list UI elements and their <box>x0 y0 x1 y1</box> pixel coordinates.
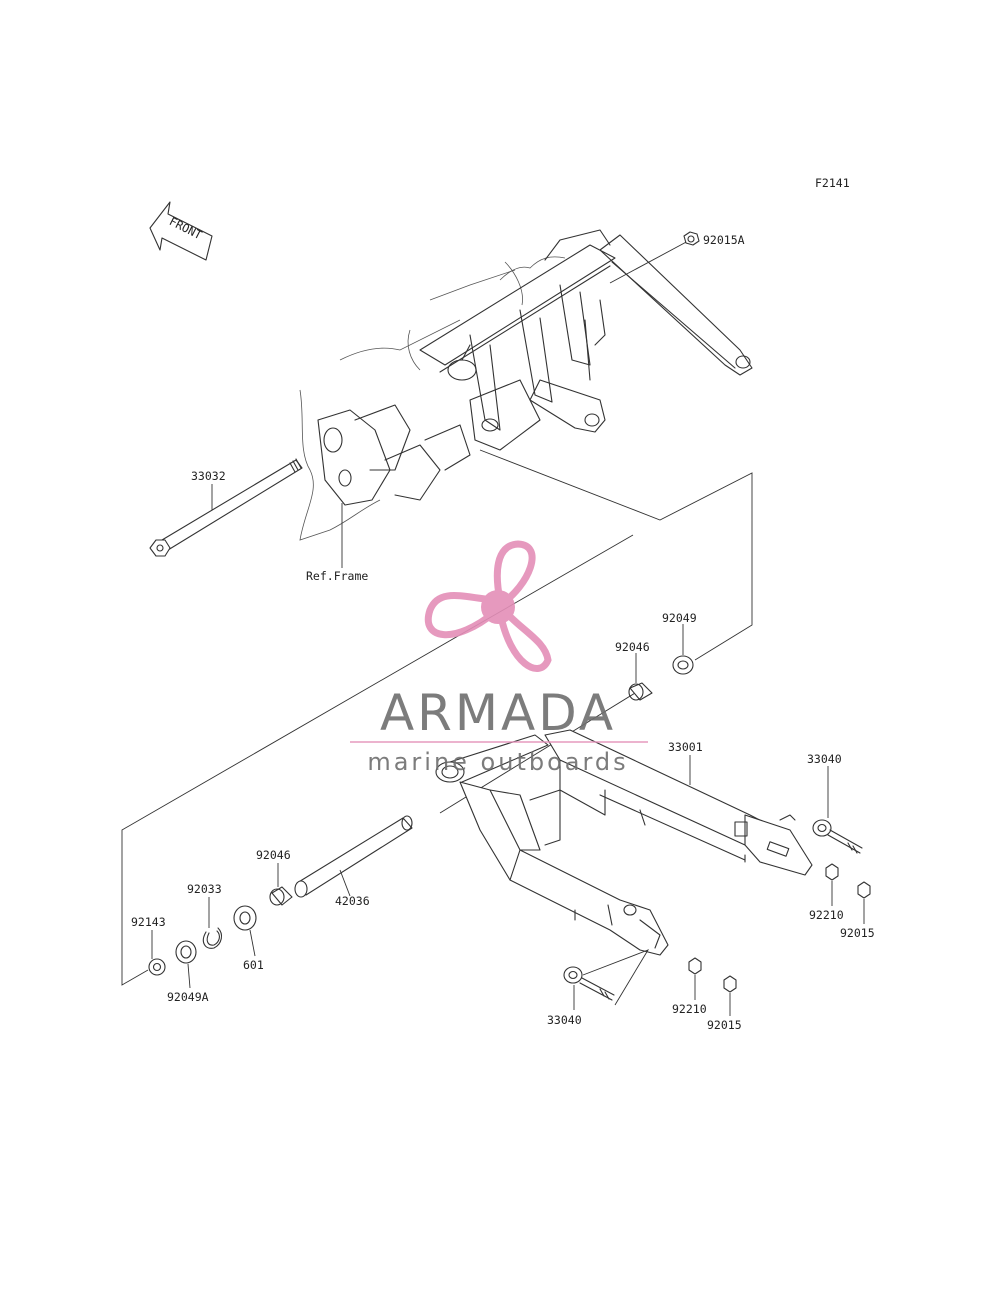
label-92046-upper: 92046 <box>615 640 650 654</box>
label-ref-frame: Ref.Frame <box>306 569 368 583</box>
chain-adjuster-33040-right <box>779 766 863 854</box>
label-92210-right: 92210 <box>809 908 844 922</box>
label-92015a: 92015A <box>703 233 745 247</box>
watermark-subtitle: marine outboards <box>367 748 628 776</box>
pivot-shaft-33032 <box>149 458 303 557</box>
label-33040-right: 33040 <box>807 752 842 766</box>
collar-92049 <box>672 624 694 675</box>
label-33001: 33001 <box>668 740 703 754</box>
needle-bearing-92046-lower <box>269 863 293 906</box>
armada-watermark: ARMADA marine outboards <box>350 540 648 776</box>
needle-bearing-92046-upper <box>628 653 653 701</box>
label-33040-left: 33040 <box>547 1013 582 1027</box>
chain-adjuster-33040-left <box>563 949 650 1010</box>
frame-reference-drawing <box>299 229 753 568</box>
label-92015-left: 92015 <box>707 1018 742 1032</box>
nut-92015-right <box>857 881 871 924</box>
nut-92015-left <box>723 975 737 1016</box>
label-92210-left: 92210 <box>672 1002 707 1016</box>
diagram-code: F2141 <box>815 176 850 190</box>
ball-bearing-601 <box>233 905 257 957</box>
label-92049: 92049 <box>662 611 697 625</box>
seal-92049a <box>175 940 197 989</box>
watermark-title: ARMADA <box>380 684 616 742</box>
label-601: 601 <box>243 958 264 972</box>
label-92046-lower: 92046 <box>256 848 291 862</box>
propeller-logo-icon <box>424 540 552 672</box>
label-92015-right: 92015 <box>840 926 875 940</box>
collar-92143 <box>148 930 166 976</box>
front-arrow-icon: FRONT <box>149 201 213 261</box>
label-42036: 42036 <box>335 894 370 908</box>
nut-92210-left <box>688 957 702 1000</box>
label-92143: 92143 <box>131 915 166 929</box>
pipe-42036 <box>294 815 413 898</box>
label-92049a: 92049A <box>167 990 209 1004</box>
nut-92210-right <box>825 863 839 906</box>
label-92033: 92033 <box>187 882 222 896</box>
label-33032: 33032 <box>191 469 226 483</box>
nut-92015a <box>683 231 700 246</box>
circlip-92033 <box>202 897 223 949</box>
swingarm-33001 <box>435 729 813 956</box>
